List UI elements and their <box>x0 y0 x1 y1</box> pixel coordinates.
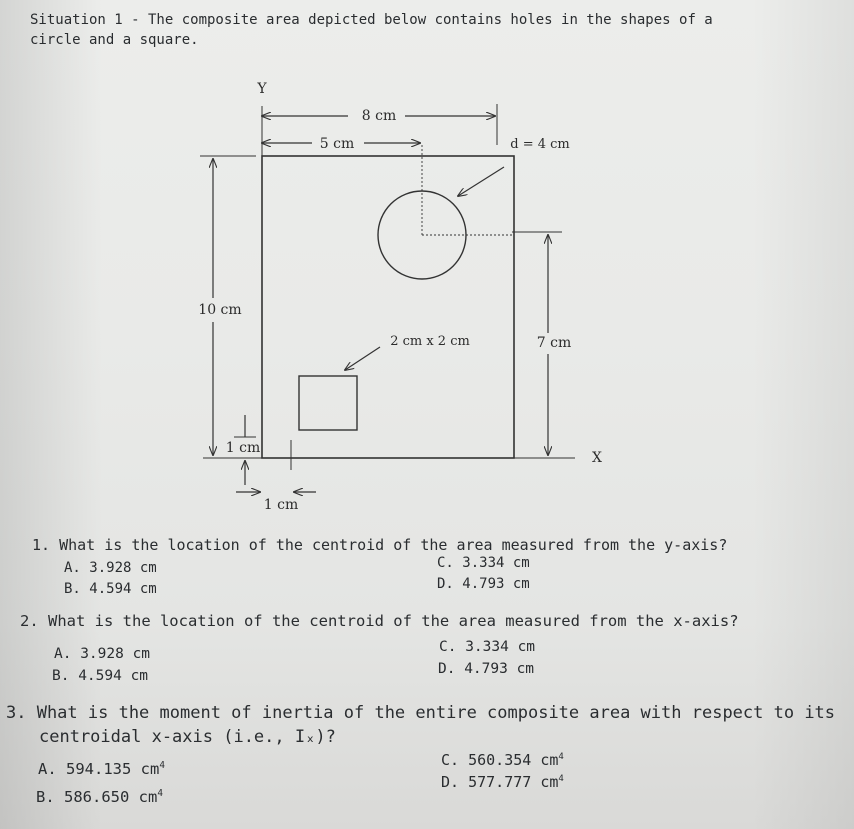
question-1-text: 1. What is the location of the centroid … <box>32 536 728 554</box>
q2-option-a: A. 3.928 cm <box>54 646 151 662</box>
question-1: 1. What is the location of the centroid … <box>32 536 727 554</box>
question-2: 2. What is the location of the centroid … <box>20 612 739 630</box>
dim-1cm-left-label: 1 cm <box>226 440 260 456</box>
q3-option-d: D. 577.777 cm4 <box>441 773 564 791</box>
q1-option-d: D. 4.793 cm <box>437 576 530 592</box>
q1-option-c: C. 3.334 cm <box>437 555 530 571</box>
situation-line-2: circle and a square. <box>30 32 199 48</box>
q2-option-b: B. 4.594 cm <box>52 668 149 684</box>
situation-line-1: Situation 1 - The composite area depicte… <box>30 12 713 28</box>
dim-10cm-label: 10 cm <box>198 302 241 318</box>
question-3-text-line-2: centroidal x-axis (i.e., Iₓ)? <box>39 727 336 747</box>
q2-option-c: C. 3.334 cm <box>439 639 536 655</box>
question-3: 3. What is the moment of inertia of the … <box>6 703 835 747</box>
dim-1cm-bottom-label: 1 cm <box>264 497 298 513</box>
x-axis-label: X <box>592 450 602 466</box>
dim-8cm-label: 8 cm <box>362 108 396 124</box>
q1-option-b: B. 4.594 cm <box>64 581 157 597</box>
composite-area-figure: Y 8 cm 5 cm d = 4 cm 10 cm 2 cm x 2 cm 7… <box>198 81 602 513</box>
q1-option-a: A. 3.928 cm <box>64 560 157 576</box>
q3-option-a: A. 594.135 cm4 <box>38 760 165 779</box>
question-3-text-line-1: 3. What is the moment of inertia of the … <box>6 703 836 723</box>
dim-5cm-label: 5 cm <box>320 136 354 152</box>
situation-text: Situation 1 - The composite area depicte… <box>30 10 750 50</box>
question-2-text: 2. What is the location of the centroid … <box>20 612 739 630</box>
y-axis-label: Y <box>256 81 267 97</box>
dim-square-label: 2 cm x 2 cm <box>390 334 470 349</box>
outer-rectangle <box>261 155 515 459</box>
dim-7cm-label: 7 cm <box>537 335 571 351</box>
q3-option-c: C. 560.354 cm4 <box>441 751 564 769</box>
dim-d-label: d = 4 cm <box>510 137 570 152</box>
q3-option-b: B. 586.650 cm4 <box>36 788 163 807</box>
square-hole <box>298 375 358 431</box>
q2-option-d: D. 4.793 cm <box>438 661 535 677</box>
